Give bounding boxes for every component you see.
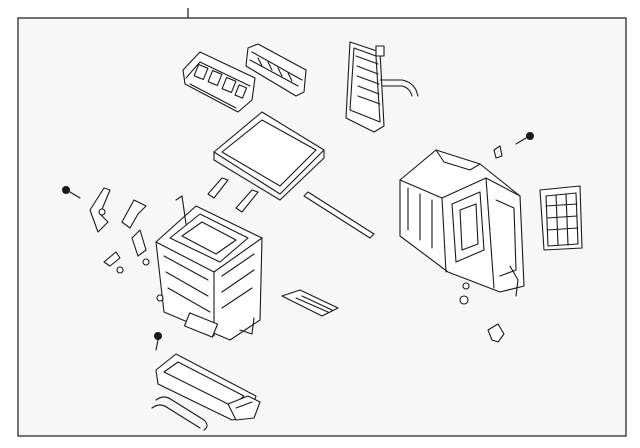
- evaporator-core: [539, 185, 583, 251]
- mode-door-link: [245, 43, 307, 97]
- diagram-frame: [17, 17, 627, 437]
- blower-motor-cover: [182, 51, 256, 113]
- actuator-rod: [303, 191, 375, 239]
- seal-strip: [281, 289, 339, 317]
- screws: [62, 132, 534, 351]
- linkage-levers: [89, 187, 147, 267]
- blower-housing: [155, 195, 263, 341]
- heater-core: [345, 41, 419, 133]
- screw-4: [116, 266, 124, 274]
- screw-5: [142, 258, 150, 266]
- evaporator-housing: [399, 149, 525, 297]
- screw-1: [62, 186, 81, 199]
- clip-1: [493, 145, 503, 159]
- grommet-1: [487, 323, 505, 343]
- screw-2: [515, 132, 534, 145]
- blower-lower-case: [155, 353, 261, 421]
- screw-3: [154, 332, 162, 351]
- grommet-2: [459, 295, 469, 305]
- cabin-filter: [213, 111, 325, 201]
- drain-hose: [151, 396, 208, 431]
- screw-6: [156, 294, 164, 302]
- filter-clips: [207, 177, 259, 213]
